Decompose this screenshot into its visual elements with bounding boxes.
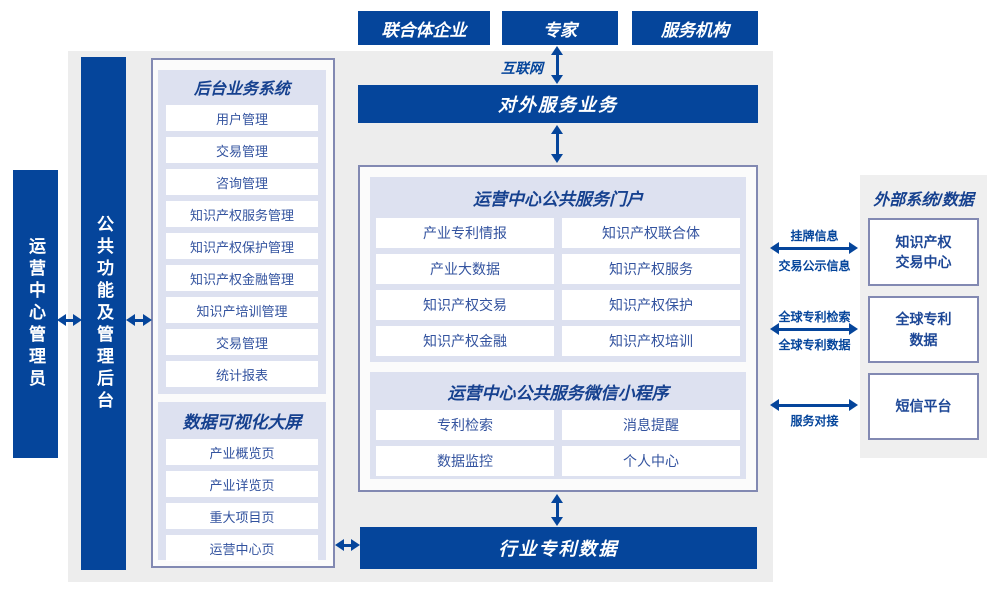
- backend-item: 交易管理: [166, 329, 318, 355]
- backend-panel: 后台业务系统 用户管理 交易管理 咨询管理 知识产权服务管理 知识产权保护管理 …: [158, 70, 326, 394]
- miniapp-item: 个人中心: [562, 446, 740, 476]
- actor-experts: 专家: [502, 11, 618, 45]
- miniapp-items-grid: 专利检索 消息提醒 数据监控 个人中心: [370, 410, 746, 476]
- external-box-line: 短信平台: [895, 398, 952, 415]
- industry-patent-bar: 行业专利数据: [360, 527, 757, 569]
- backend-item: 知识产培训管理: [166, 297, 318, 323]
- link-label-global-patent-data: 全球专利数据: [778, 338, 851, 352]
- link-label-global-patent-search: 全球专利检索: [778, 310, 851, 324]
- portal-item: 知识产权保护: [562, 290, 740, 320]
- backend-item: 统计报表: [166, 361, 318, 387]
- double-arrow-service-connect: [770, 398, 858, 412]
- viz-item: 重大项目页: [166, 503, 318, 529]
- external-boxes: 知识产权 交易中心 全球专利 数据 短信平台: [868, 218, 979, 440]
- portal-items-grid: 产业专利情报 知识产权联合体 产业大数据 知识产权服务 知识产权交易 知识产权保…: [370, 218, 746, 356]
- portal-item: 知识产权金融: [376, 326, 554, 356]
- double-arrow-global-patent: [770, 322, 858, 336]
- backend-item: 知识产权金融管理: [166, 265, 318, 291]
- backend-item: 知识产权保护管理: [166, 233, 318, 259]
- viz-items: 产业概览页 产业详览页 重大项目页 运营中心页: [158, 439, 326, 561]
- miniapp-panel: 运营中心公共服务微信小程序 专利检索 消息提醒 数据监控 个人中心: [370, 372, 746, 479]
- portal-panel: 运营中心公共服务门户 产业专利情报 知识产权联合体 产业大数据 知识产权服务 知…: [370, 177, 746, 362]
- external-box-global-patent-data: 全球专利 数据: [868, 296, 979, 363]
- viz-item: 产业概览页: [166, 439, 318, 465]
- center-box: 运营中心公共服务门户 产业专利情报 知识产权联合体 产业大数据 知识产权服务 知…: [358, 165, 758, 492]
- portal-item: 知识产权培训: [562, 326, 740, 356]
- miniapp-item: 专利检索: [376, 410, 554, 440]
- double-arrow-admin-to-backend: [57, 313, 82, 327]
- external-title: 外部系统/数据: [873, 192, 974, 209]
- left-box: 后台业务系统 用户管理 交易管理 咨询管理 知识产权服务管理 知识产权保护管理 …: [151, 58, 335, 568]
- portal-item: 知识产权交易: [376, 290, 554, 320]
- viz-panel: 数据可视化大屏 产业概览页 产业详览页 重大项目页 运营中心页: [158, 402, 326, 561]
- actor-consortium-enterprises: 联合体企业: [358, 11, 490, 45]
- double-arrow-backend-to-leftbox: [126, 313, 152, 327]
- portal-item: 产业专利情报: [376, 218, 554, 248]
- backend-item: 咨询管理: [166, 169, 318, 195]
- portal-item: 知识产权服务: [562, 254, 740, 284]
- external-box-line: 全球专利: [895, 311, 952, 328]
- portal-title: 运营中心公共服务门户: [473, 190, 643, 209]
- double-arrow-listing-info: [770, 241, 858, 255]
- double-arrow-internet: [550, 46, 564, 84]
- miniapp-item: 消息提醒: [562, 410, 740, 440]
- backend-item: 用户管理: [166, 105, 318, 131]
- backend-item: 知识产权服务管理: [166, 201, 318, 227]
- double-arrow-leftbox-to-patent-data: [335, 538, 360, 552]
- viz-item: 运营中心页: [166, 535, 318, 561]
- external-box-line: 数据: [909, 331, 938, 348]
- external-box-ip-exchange: 知识产权 交易中心: [868, 218, 979, 286]
- external-service-bar: 对外服务业务: [358, 85, 758, 123]
- public-backend-bar: 公共功能及管理后台: [81, 57, 126, 570]
- external-box-line: 交易中心: [895, 254, 952, 270]
- external-box-sms-platform: 短信平台: [868, 373, 979, 440]
- link-label-service-connect: 服务对接: [790, 414, 839, 428]
- backend-items: 用户管理 交易管理 咨询管理 知识产权服务管理 知识产权保护管理 知识产权金融管…: [158, 105, 326, 387]
- backend-item: 交易管理: [166, 137, 318, 163]
- admin-bar: 运营中心管理员: [13, 170, 58, 458]
- actor-service-agencies: 服务机构: [632, 11, 758, 45]
- viz-title: 数据可视化大屏: [182, 413, 302, 432]
- portal-item: 知识产权联合体: [562, 218, 740, 248]
- miniapp-item: 数据监控: [376, 446, 554, 476]
- portal-item: 产业大数据: [376, 254, 554, 284]
- internet-label: 互联网: [501, 60, 543, 76]
- miniapp-title: 运营中心公共服务微信小程序: [447, 384, 669, 403]
- viz-item: 产业详览页: [166, 471, 318, 497]
- double-arrow-portal-to-patent-data: [550, 494, 564, 526]
- backend-title: 后台业务系统: [193, 81, 290, 98]
- link-label-transaction-publicity: 交易公示信息: [778, 259, 851, 273]
- external-box-line: 知识产权: [895, 233, 952, 250]
- double-arrow-service-to-portal: [550, 125, 564, 163]
- link-label-listing-info: 挂牌信息: [790, 229, 839, 243]
